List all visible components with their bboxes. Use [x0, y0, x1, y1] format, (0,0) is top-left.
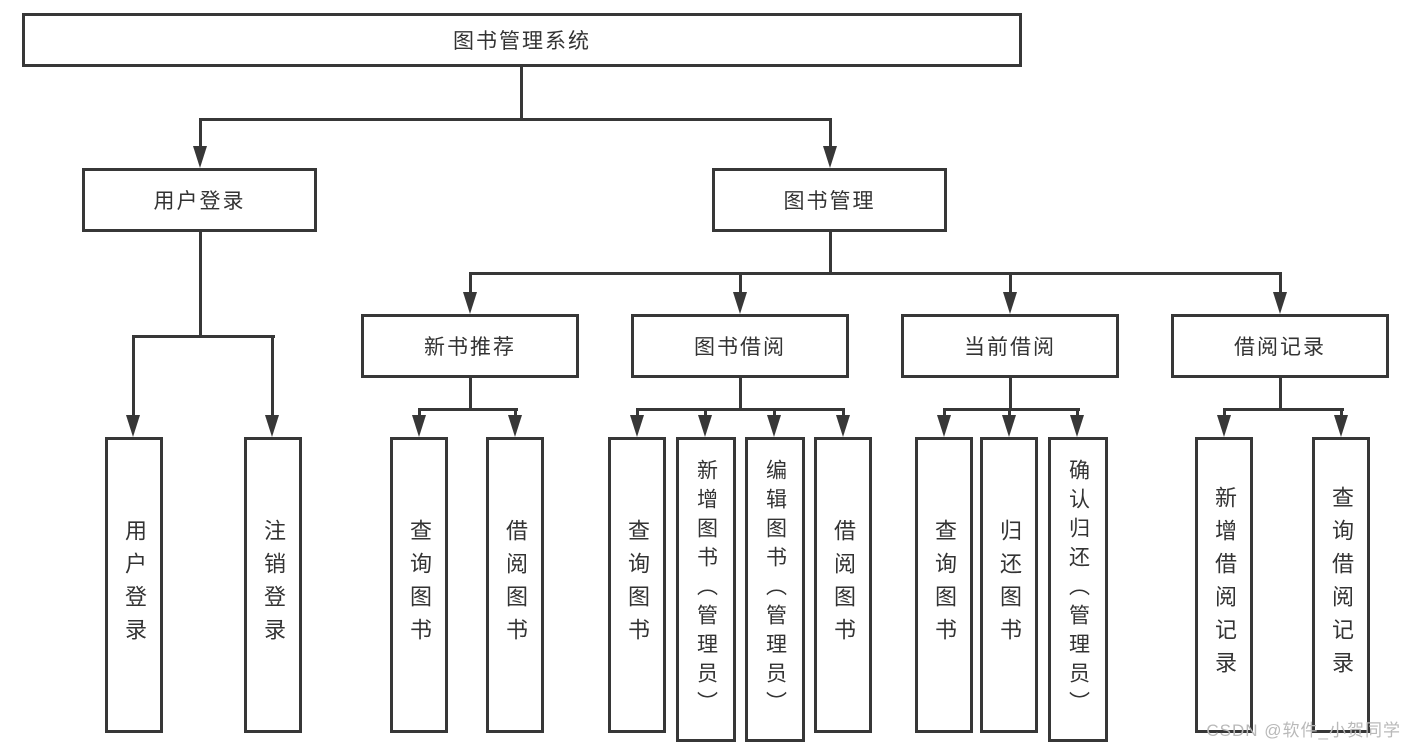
arrowhead-icon — [126, 415, 140, 437]
connector-line — [199, 118, 832, 121]
node-label: 归还图书 — [997, 519, 1022, 651]
connector-line — [1223, 408, 1226, 418]
node-query-borrow-record: 查询借阅记录 — [1312, 437, 1370, 733]
arrowhead-icon — [412, 415, 426, 437]
connector-line — [514, 408, 517, 418]
node-user-login-branch: 用户登录 — [82, 168, 317, 232]
node-label: 查询图书 — [407, 519, 432, 651]
connector-line — [520, 67, 523, 121]
connector-line — [739, 272, 742, 298]
connector-line — [418, 408, 421, 418]
node-label: 图书借阅 — [694, 336, 786, 359]
node-confirm-return-admin: 确认归还（管理员） — [1048, 437, 1108, 742]
arrowhead-icon — [836, 415, 850, 437]
connector-line — [829, 232, 832, 275]
node-query-books-borrowing: 查询图书 — [608, 437, 666, 733]
node-label: 新增图书（管理员） — [694, 459, 718, 720]
node-query-books-current: 查询图书 — [915, 437, 973, 733]
connector-line — [132, 335, 275, 338]
connector-line — [773, 408, 776, 418]
connector-line — [829, 118, 832, 148]
arrowhead-icon — [1334, 415, 1348, 437]
connector-line — [1009, 272, 1012, 298]
connector-line — [1008, 408, 1011, 418]
node-label: 查询借阅记录 — [1329, 486, 1354, 684]
arrowhead-icon — [193, 146, 207, 168]
node-user-login: 用户登录 — [105, 437, 163, 733]
node-new-book-recommend: 新书推荐 — [361, 314, 579, 378]
node-current-borrowing: 当前借阅 — [901, 314, 1119, 378]
arrowhead-icon — [1003, 292, 1017, 314]
node-label: 借阅图书 — [503, 519, 528, 651]
arrowhead-icon — [1273, 292, 1287, 314]
node-edit-book-admin: 编辑图书（管理员） — [745, 437, 805, 742]
arrowhead-icon — [1002, 415, 1016, 437]
connector-line — [199, 232, 202, 336]
connector-line — [418, 408, 518, 411]
connector-line — [469, 272, 472, 298]
arrowhead-icon — [508, 415, 522, 437]
arrowhead-icon — [767, 415, 781, 437]
node-book-borrowing: 图书借阅 — [631, 314, 849, 378]
node-label: 用户登录 — [153, 190, 246, 213]
node-borrowing-records: 借阅记录 — [1171, 314, 1389, 378]
connector-line — [1223, 408, 1344, 411]
arrowhead-icon — [1070, 415, 1084, 437]
connector-line — [132, 335, 135, 419]
connector-line — [1279, 272, 1282, 298]
connector-line — [271, 335, 274, 419]
arrowhead-icon — [698, 415, 712, 437]
node-label: 借阅图书 — [831, 519, 856, 651]
connector-line — [1279, 378, 1282, 410]
node-label: 注销登录 — [261, 519, 286, 651]
node-label: 图书管理 — [783, 190, 876, 213]
node-add-borrow-record: 新增借阅记录 — [1195, 437, 1253, 733]
connector-line — [199, 118, 202, 148]
node-label: 新书推荐 — [424, 336, 516, 359]
arrowhead-icon — [463, 292, 477, 314]
node-label: 查询图书 — [625, 519, 650, 651]
node-book-management-branch: 图书管理 — [712, 168, 947, 232]
node-query-books-recommend: 查询图书 — [390, 437, 448, 733]
connector-line — [469, 378, 472, 410]
csdn-watermark: CSDN @软件_小贺同学 — [1206, 721, 1401, 740]
arrowhead-icon — [823, 146, 837, 168]
arrowhead-icon — [1217, 415, 1231, 437]
node-label: 查询图书 — [932, 519, 957, 651]
connector-line — [1009, 378, 1012, 410]
connector-line — [636, 408, 639, 418]
node-borrow-books: 借阅图书 — [814, 437, 872, 733]
node-label: 编辑图书（管理员） — [763, 459, 787, 720]
connector-line — [739, 378, 742, 410]
node-label: 当前借阅 — [964, 336, 1056, 359]
node-logout: 注销登录 — [244, 437, 302, 733]
arrowhead-icon — [265, 415, 279, 437]
node-borrow-books-recommend: 借阅图书 — [486, 437, 544, 733]
node-label: 新增借阅记录 — [1212, 486, 1237, 684]
node-label: 用户登录 — [122, 519, 147, 651]
node-label: 确认归还（管理员） — [1066, 459, 1090, 720]
connector-line — [636, 408, 845, 411]
arrowhead-icon — [733, 292, 747, 314]
node-return-book: 归还图书 — [980, 437, 1038, 733]
connector-line — [943, 408, 946, 418]
node-library-management-system: 图书管理系统 — [22, 13, 1022, 67]
connector-line — [943, 408, 1080, 411]
connector-line — [469, 272, 1282, 275]
node-add-book-admin: 新增图书（管理员） — [676, 437, 736, 742]
node-label: 借阅记录 — [1234, 336, 1326, 359]
node-label: 图书管理系统 — [453, 30, 591, 53]
arrowhead-icon — [937, 415, 951, 437]
connector-line — [1340, 408, 1343, 418]
connector-line — [704, 408, 707, 418]
connector-line — [1076, 408, 1079, 418]
connector-line — [842, 408, 845, 418]
arrowhead-icon — [630, 415, 644, 437]
